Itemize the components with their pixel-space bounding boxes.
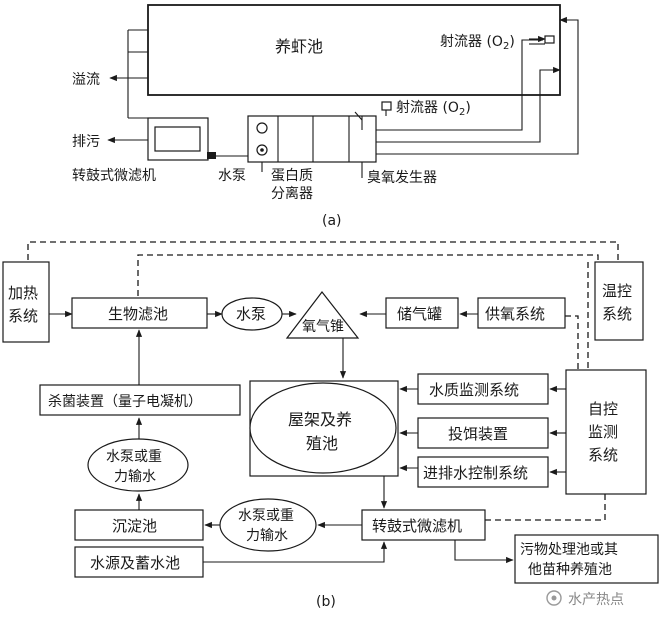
watermark-text: 水产热点 [568, 592, 624, 608]
watermark: 水产热点 [546, 590, 624, 608]
overflow-label: 溢流 [72, 72, 100, 88]
sewage-label-2: 他苗种养殖池 [528, 561, 612, 578]
ejector-top-icon [544, 35, 555, 44]
caption-b: (b) [316, 594, 336, 610]
skimmer-label-1: 蛋白质 [271, 168, 313, 184]
skimmer-circle-top [256, 122, 268, 134]
shrimp-tank [147, 4, 561, 96]
drum-filter-b [361, 509, 486, 541]
heating-system [2, 261, 50, 343]
auto-label-2: 监测 [588, 423, 618, 441]
ejector-mid-label: 射流器 (O2) [396, 100, 471, 118]
oxygen-cone [285, 291, 360, 339]
biofilter [71, 297, 208, 329]
shrimp-tank-label: 养虾池 [275, 37, 323, 56]
feeding-device-label: 投饵装置 [448, 425, 508, 443]
sterilizer [39, 384, 241, 416]
water-quality-monitor [417, 373, 549, 405]
gas-tank-label: 储气罐 [397, 305, 442, 323]
watermark-logo-icon [546, 590, 562, 606]
pump-b-label: 水泵 [236, 305, 266, 323]
drum-filter-b-label: 转鼓式微滤机 [372, 517, 462, 535]
oxygen-cone-label: 氧气锥 [302, 319, 344, 335]
drum-filter-a-label: 转鼓式微滤机 [72, 168, 156, 184]
temp-ctrl-label-1: 温控 [602, 282, 632, 300]
diagram-b: 加热 系统 生物滤池 水泵 氧气锥 储气罐 供氧系统 温控 系统 杀菌装置（量子… [2, 241, 659, 610]
ejector-top-label: 射流器 (O2) [440, 34, 515, 52]
oxygen-supply-label: 供氧系统 [485, 305, 545, 323]
water-source-label: 水源及蓄水池 [90, 554, 180, 572]
sewage-treatment-pond [514, 534, 659, 584]
pump-gravity-lower-1: 水泵或重 [238, 508, 294, 524]
sewage-label-1: 污物处理池或其 [520, 542, 618, 558]
feeding-device [417, 417, 549, 449]
drain-label: 排污 [72, 134, 100, 150]
heating-label-2: 系统 [8, 307, 38, 325]
pump-gravity-upper-1: 水泵或重 [106, 449, 162, 465]
water-quality-label: 水质监测系统 [429, 381, 519, 399]
biofilter-label: 生物滤池 [108, 305, 168, 323]
oxygen-supply-system [477, 297, 566, 329]
heating-label-1: 加热 [8, 284, 38, 302]
pond-label-2: 殖池 [306, 434, 338, 453]
shelter-and-pond [249, 382, 397, 474]
drum-filter-inner [154, 126, 201, 152]
pond-label-1: 屋架及养 [288, 410, 352, 429]
caption-a: (a) [322, 213, 342, 229]
ejector-mid-icon [381, 101, 392, 111]
diagram-a: 养虾池 射流器 (O2) 溢流 排污 转鼓式微滤机 水泵 蛋白质 [72, 4, 579, 229]
ozone-label: 臭氧发生器 [367, 170, 437, 186]
inlet-outlet-label: 进排水控制系统 [423, 464, 528, 482]
pump-gravity-upper-2: 力输水 [114, 469, 156, 485]
inlet-outlet-control [417, 456, 549, 488]
sedimentation-label: 沉淀池 [112, 517, 157, 535]
gas-tank [385, 297, 459, 329]
temp-ctrl-label-2: 系统 [602, 305, 632, 323]
pump-gravity-lower-2: 力输水 [246, 528, 288, 544]
pump-icon [207, 152, 216, 159]
protein-skimmer-block [247, 115, 377, 163]
sterilizer-label: 杀菌装置（量子电凝机） [48, 394, 202, 410]
auto-label-1: 自控 [588, 400, 618, 418]
skimmer-label-2: 分离器 [271, 185, 313, 202]
temperature-control-system [594, 261, 644, 341]
pump-a-label: 水泵 [218, 168, 246, 184]
auto-label-3: 系统 [588, 446, 618, 464]
pump-gravity-upper [87, 438, 189, 492]
auto-monitor-system [565, 369, 647, 495]
